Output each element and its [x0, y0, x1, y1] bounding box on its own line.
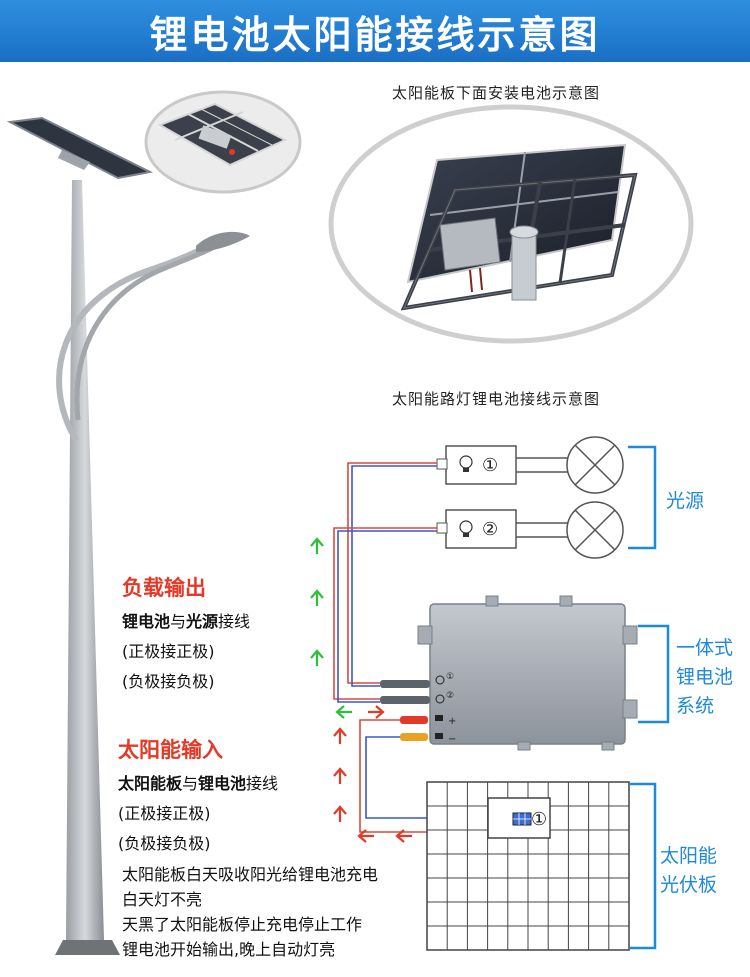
arrow-right-icon	[368, 705, 385, 719]
pole-base	[55, 940, 120, 955]
brace-battery-system	[638, 624, 670, 724]
solar-input-block: 太阳能输入 太阳能板与锂电池接线 (正极接正极) (负极接负极)	[118, 734, 278, 854]
caption-top: 太阳能板下面安装电池示意图	[392, 84, 601, 102]
lamp2-leads	[516, 522, 572, 538]
arrow-up-icon	[310, 537, 324, 554]
lamp-box-2	[436, 509, 517, 549]
solar-input-heading: 太阳能输入	[118, 738, 223, 762]
brace-light-source	[628, 445, 657, 550]
lamp-arm-outer	[56, 237, 222, 442]
port2-number: ②	[446, 691, 455, 701]
description-line2: 白天灯不亮	[122, 890, 203, 909]
bulb-icon	[459, 455, 473, 472]
lamp-box-1	[436, 445, 517, 485]
solar-input-and: 与	[182, 774, 199, 793]
solar-panel-label: 太阳能 光伏板	[660, 842, 717, 900]
load-output-block: 负载输出 锂电池与光源接线 (正极接正极) (负极接负极)	[122, 572, 250, 692]
arrow-up-icon	[333, 727, 347, 744]
lamp1-number: ①	[482, 455, 499, 476]
panel-topview	[144, 90, 302, 194]
title-banner: 锂电池太阳能接线示意图	[0, 0, 750, 62]
description-line4: 锂电池开始输出,晚上自动灯亮	[122, 940, 336, 959]
arrow-up-icon	[333, 805, 347, 822]
solar-input-battery: 锂电池	[198, 774, 247, 793]
wire-lamp1-pos	[347, 462, 437, 684]
battery-system-line2: 锂电池	[676, 666, 734, 688]
connectors	[380, 680, 430, 741]
load-output-battery: 锂电池	[122, 612, 171, 631]
panel-number: ①	[531, 809, 548, 830]
solar-panel-line2: 光伏板	[660, 874, 718, 896]
arrow-up-icon	[310, 649, 324, 666]
arrow-left-icon	[395, 829, 412, 843]
solar-panel-line1: 太阳能	[660, 845, 718, 867]
load-output-line1: 锂电池与光源接线	[122, 608, 250, 632]
load-output-and: 与	[170, 612, 187, 631]
lamp-x-icon	[566, 436, 624, 494]
lamp2-number: ②	[482, 519, 499, 540]
load-output-heading: 负载输出	[122, 576, 206, 600]
solar-panel-grid	[426, 781, 630, 951]
light-source-label: 光源	[666, 490, 705, 512]
svg-text:−: −	[448, 734, 456, 745]
lamp1-leads	[516, 457, 572, 473]
caption-wiring: 太阳能路灯锂电池接线示意图	[392, 390, 601, 408]
panel-bracket	[58, 150, 90, 170]
arrow-left-icon	[357, 829, 374, 843]
description-line1: 太阳能板白天吸收阳光给锂电池充电	[122, 865, 379, 884]
description-block: 太阳能板白天吸收阳光给锂电池充电 白天灯不亮 天黑了太阳能板停止充电停止工作 锂…	[122, 862, 378, 962]
svg-text:+: +	[448, 716, 456, 727]
solar-input-line3: (负极接负极)	[118, 834, 211, 853]
pole-solar-panel	[6, 116, 154, 180]
panel-undermount	[328, 104, 694, 344]
page-title: 锂电池太阳能接线示意图	[149, 12, 601, 57]
port1-number: ①	[446, 672, 455, 682]
wire-lamp1-neg	[351, 465, 437, 687]
wire-lamp2-neg	[337, 530, 437, 703]
solar-cell-icon	[512, 812, 532, 826]
bulb-icon	[459, 520, 473, 537]
wire-lamp2-pos	[333, 527, 437, 700]
arrow-left-icon	[335, 705, 352, 719]
lamp-arm-inner	[74, 239, 226, 421]
arrow-up-icon	[333, 767, 347, 784]
solar-input-connect: 接线	[246, 774, 279, 793]
load-output-line2: (正极接正极)	[122, 642, 215, 661]
pole	[66, 180, 104, 940]
load-output-light: 光源	[186, 612, 219, 631]
solar-input-panel: 太阳能板	[118, 774, 183, 793]
battery-system-line1: 一体式	[676, 637, 734, 659]
load-output-line3: (负极接负极)	[122, 672, 215, 691]
description-line3: 天黑了太阳能板停止充电停止工作	[122, 915, 363, 934]
load-output-connect: 接线	[218, 612, 251, 631]
brace-solar-panel	[630, 782, 657, 950]
solar-input-line2: (正极接正极)	[118, 804, 211, 823]
solar-input-line1: 太阳能板与锂电池接线	[118, 770, 278, 794]
battery-box: + −	[417, 595, 638, 751]
arrow-up-icon	[310, 589, 324, 606]
lamp-x-icon	[566, 501, 624, 559]
lamp-head	[196, 231, 250, 252]
battery-system-line3: 系统	[676, 695, 715, 717]
street-lamp	[6, 116, 250, 955]
battery-system-label: 一体式 锂电池 系统	[676, 634, 733, 721]
